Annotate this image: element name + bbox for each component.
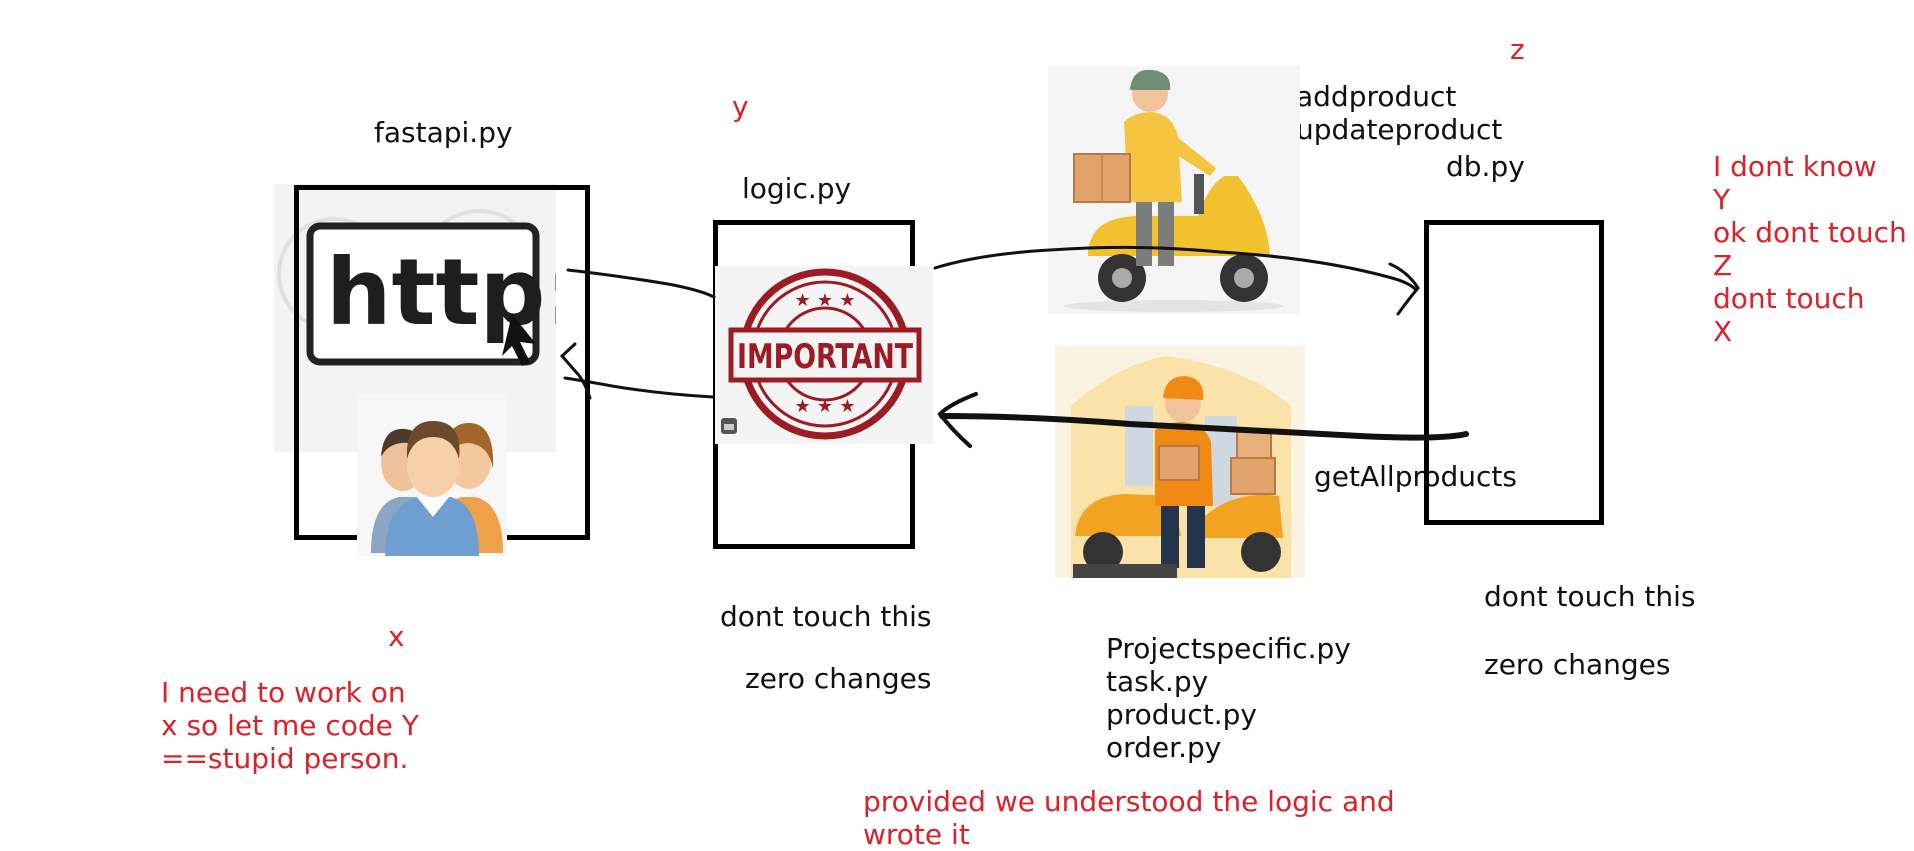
bottom-note-line-1: provided we understood the logic and — [863, 785, 1395, 818]
db-zero-changes: zero changes — [1484, 648, 1671, 681]
add-update-labels: addproduct updateproduct — [1296, 80, 1502, 146]
important-image: ★ ★ ★ ★ ★ ★ IMPORTANT — [715, 266, 933, 444]
delivery-person-icon — [1071, 356, 1291, 578]
updateproduct-label: updateproduct — [1296, 113, 1503, 146]
delivery-image — [1055, 346, 1305, 578]
bottom-note: provided we understood the logic and wro… — [863, 785, 1395, 851]
users-group-icon — [371, 421, 503, 556]
file-order: order.py — [1106, 731, 1222, 764]
logic-zero-changes: zero changes — [745, 662, 932, 695]
x-label: x — [388, 620, 405, 653]
db-label: db.py — [1446, 150, 1525, 183]
db-to-logic-arrowhead — [937, 392, 978, 448]
getallproducts-label: getAllproducts — [1314, 460, 1517, 493]
logic-label: logic.py — [742, 172, 852, 205]
note-x: X — [1713, 315, 1733, 348]
db-box — [1424, 220, 1604, 525]
y-label: y — [732, 90, 749, 123]
note-ok-dont-touch: ok dont touch — [1713, 216, 1907, 249]
users-image — [357, 393, 507, 556]
svg-text:★ ★ ★: ★ ★ ★ — [795, 290, 856, 311]
addproduct-label: addproduct — [1296, 80, 1457, 113]
left-note-line-1: I need to work on — [161, 676, 406, 709]
note-dont-touch: dont touch — [1713, 282, 1865, 315]
left-note-line-3: ==stupid person. — [161, 742, 409, 775]
logic-dont-touch: dont touch this — [720, 600, 932, 633]
bottom-note-line-2: wrote it — [863, 818, 970, 851]
scooter-image — [1048, 66, 1300, 314]
file-product: product.py — [1106, 698, 1257, 731]
important-stamp-icon: ★ ★ ★ ★ ★ ★ IMPORTANT — [721, 268, 922, 440]
important-text: IMPORTANT — [737, 337, 914, 377]
note-z: Z — [1713, 249, 1733, 282]
file-projectspecific: Projectspecific.py — [1106, 632, 1351, 665]
file-task: task.py — [1106, 665, 1209, 698]
right-notes: I dont know Y ok dont touch Z dont touch… — [1713, 150, 1907, 348]
files-list: Projectspecific.py task.py product.py or… — [1106, 632, 1351, 764]
left-note-line-2: x so let me code Y — [161, 709, 419, 742]
left-note: I need to work on x so let me code Y ==s… — [161, 676, 419, 775]
logic-to-db-arrowhead — [1388, 262, 1420, 316]
fastapi-label: fastapi.py — [374, 116, 513, 149]
note-i-dont-know: I dont know — [1713, 150, 1877, 183]
svg-text:★ ★ ★: ★ ★ ★ — [795, 396, 856, 417]
db-dont-touch: dont touch this — [1484, 580, 1696, 613]
note-y: Y — [1713, 183, 1731, 216]
http-address-bar-icon: http: — [277, 209, 556, 366]
delivery-scooter-icon — [1064, 69, 1284, 312]
z-label: z — [1510, 33, 1525, 66]
